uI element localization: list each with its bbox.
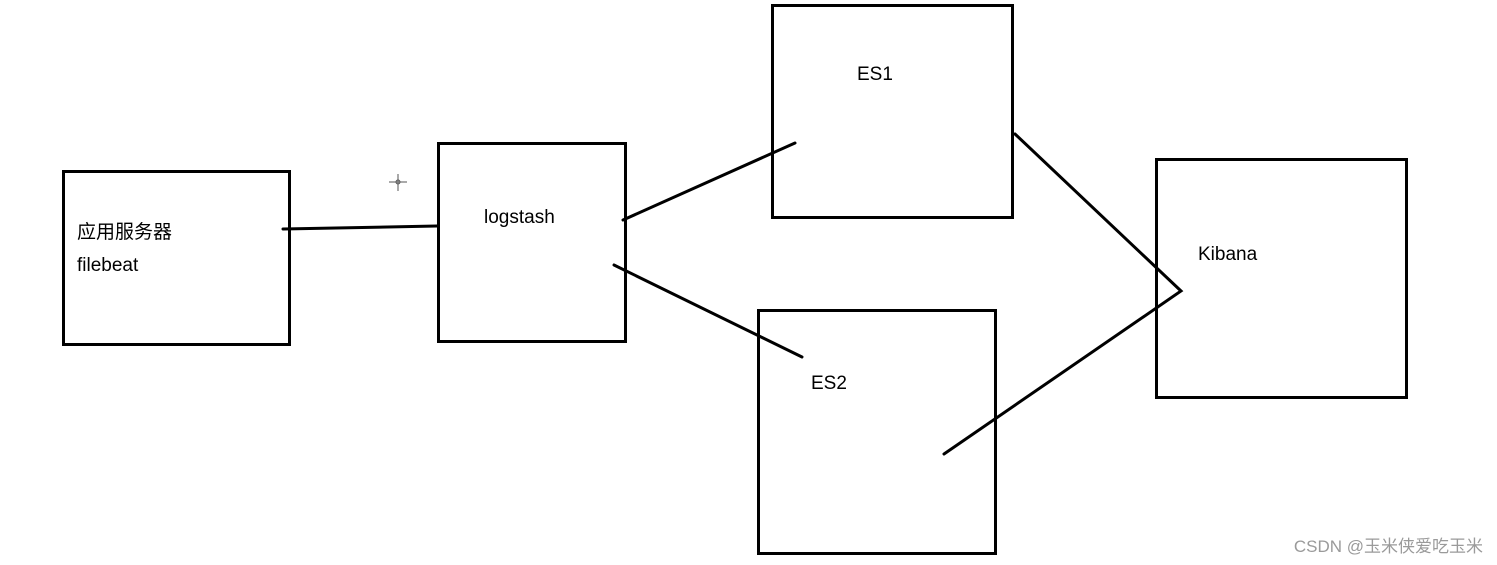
node-logstash [437,142,627,343]
crosshair-cursor-icon [389,174,407,191]
edge-app-to-logstash [281,224,439,231]
watermark: CSDN @玉米侠爱吃玉米 [1293,537,1483,556]
filebeat-label: filebeat [77,255,139,276]
edge-logstash-to-es1 [621,141,797,222]
node-es2 [757,309,997,555]
edge-logstash-to-es2 [612,263,804,359]
app-server-label: 应用服务器 [77,222,173,243]
node-es1 [771,4,1014,219]
logstash-label: logstash [484,207,555,228]
kibana-label: Kibana [1198,244,1258,265]
edge-es1-es2-to-kibana [942,132,1184,456]
es1-label: ES1 [857,64,893,85]
es2-label: ES2 [811,373,847,394]
node-app-server [62,170,291,346]
node-kibana [1155,158,1408,399]
